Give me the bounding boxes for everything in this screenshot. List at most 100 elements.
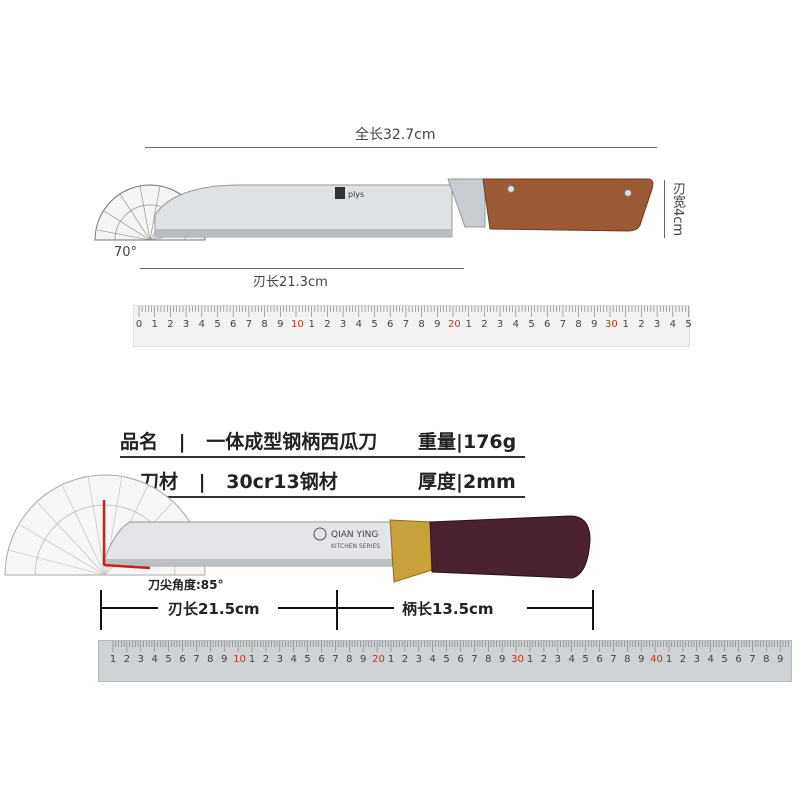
ruler-label: 2: [540, 654, 548, 665]
total-length-line: [145, 147, 657, 148]
ruler-label: 8: [418, 319, 425, 330]
thickness-spec: 厚度|2mm: [418, 467, 516, 494]
thickness-value: 2mm: [462, 471, 516, 493]
ruler-label: 8: [261, 319, 268, 330]
ruler-label: 4: [355, 319, 362, 330]
dim-line: [278, 607, 336, 609]
knife2-blade-length-label: 刃长21.5cm: [168, 600, 260, 618]
knife2-handle-length-label: 柄长13.5cm: [402, 600, 494, 618]
ruler-label: 3: [276, 654, 283, 665]
ruler-label: 8: [763, 654, 770, 665]
ruler-label: 7: [559, 319, 567, 330]
dim-line: [336, 607, 394, 609]
ruler-label: 8: [207, 654, 214, 665]
ruler-label: 1: [151, 319, 158, 330]
ruler-label: 5: [685, 319, 692, 330]
knife1-brand: plys: [348, 190, 364, 199]
tip-angle-label: 刀尖角度:85°: [148, 578, 224, 592]
ruler-label: 6: [457, 654, 464, 665]
ruler-label: 5: [528, 319, 535, 330]
separator: |: [178, 431, 186, 453]
ruler-label: 3: [339, 319, 347, 330]
ruler-label: 5: [165, 654, 172, 665]
separator: |: [456, 431, 463, 453]
knife1-blade: [154, 184, 453, 238]
knife1-bolster: [447, 178, 486, 228]
ruler-label: 1: [465, 319, 472, 330]
ruler-label: 9: [777, 654, 784, 665]
knife1-blade-length-label: 刃长21.3cm: [253, 275, 328, 290]
ruler-label: 30: [511, 654, 524, 665]
ruler-label: 5: [304, 654, 311, 665]
ruler-label: 6: [544, 319, 551, 330]
dim-tick-mid: [336, 590, 338, 630]
ruler-label: 0: [135, 319, 143, 330]
ruler-label: 9: [221, 654, 228, 665]
ruler-label: 2: [167, 319, 174, 330]
ruler-label: 5: [214, 319, 221, 330]
ruler-label: 5: [443, 654, 450, 665]
ruler-label: 9: [277, 319, 284, 330]
ruler-label: 7: [245, 319, 253, 330]
ruler-label: 40: [650, 654, 663, 665]
knife1-handle: [482, 178, 654, 232]
ruler-label: 5: [582, 654, 589, 665]
ruler-label: 7: [402, 319, 410, 330]
ruler-label: 2: [123, 654, 131, 665]
ruler-label: 2: [638, 319, 645, 330]
knife1-blade-length-line: [140, 268, 464, 269]
ruler-label: 2: [679, 654, 687, 665]
ruler-label: 4: [568, 654, 575, 665]
ruler-label: 1: [526, 654, 534, 665]
ruler-label: 8: [624, 654, 631, 665]
blade-width-label: 刃宽4cm: [670, 182, 685, 237]
weight-spec: 重量|176g: [418, 427, 516, 454]
ruler-label: 8: [485, 654, 492, 665]
ruler-label: 7: [471, 654, 478, 665]
ruler-label: 3: [182, 319, 190, 330]
knife2-illustration: QIAN YING KITCHEN SERIES: [4, 474, 591, 583]
ruler-label: 8: [346, 654, 353, 665]
ruler-label: 4: [151, 654, 158, 665]
weight-label: 重量: [418, 431, 457, 453]
ruler-label: 1: [248, 654, 256, 665]
dim-tick-right: [592, 590, 594, 630]
knife2-brand-name: QIAN YING: [331, 530, 378, 540]
ruler-label: 10: [291, 319, 304, 330]
ruler-label: 1: [387, 654, 395, 665]
material-value: 30cr13钢材: [226, 471, 338, 493]
total-length-label: 全长32.7cm: [355, 127, 436, 143]
ruler-label: 20: [448, 319, 461, 330]
ruler-label: 4: [669, 319, 676, 330]
knife1-illustration: plys: [94, 178, 654, 241]
ruler-label: 6: [735, 654, 742, 665]
ruler-label: 3: [554, 654, 561, 665]
spec-divider-2: [120, 496, 525, 498]
ruler-label: 4: [429, 654, 436, 665]
name-label: 品名: [120, 431, 159, 453]
ruler-label: 1: [308, 319, 315, 330]
ruler-label: 6: [318, 654, 325, 665]
ruler-label: 9: [360, 654, 367, 665]
weight-value: 176g: [462, 431, 517, 453]
ruler-label: 6: [179, 654, 186, 665]
ruler-label: 1: [665, 654, 673, 665]
separator: |: [198, 471, 206, 493]
ruler-label: 20: [372, 654, 385, 665]
ruler-label: 2: [324, 319, 331, 330]
ruler-label: 4: [512, 319, 519, 330]
knife2-brand-series: KITCHEN SERIES: [331, 543, 380, 550]
ruler-label: 7: [193, 654, 200, 665]
ruler-label: 10: [233, 654, 246, 665]
ruler-label: 3: [415, 654, 422, 665]
ruler-label: 3: [137, 654, 144, 665]
ruler-label: 7: [749, 654, 756, 665]
ruler-label: 6: [230, 319, 237, 330]
thickness-label: 厚度: [418, 471, 457, 493]
ruler-label: 2: [401, 654, 409, 665]
spec-divider-1: [120, 456, 525, 458]
ruler-label: 30: [605, 319, 618, 330]
spec-row-1: 品名 | 一体成型钢柄西瓜刀: [120, 427, 377, 454]
